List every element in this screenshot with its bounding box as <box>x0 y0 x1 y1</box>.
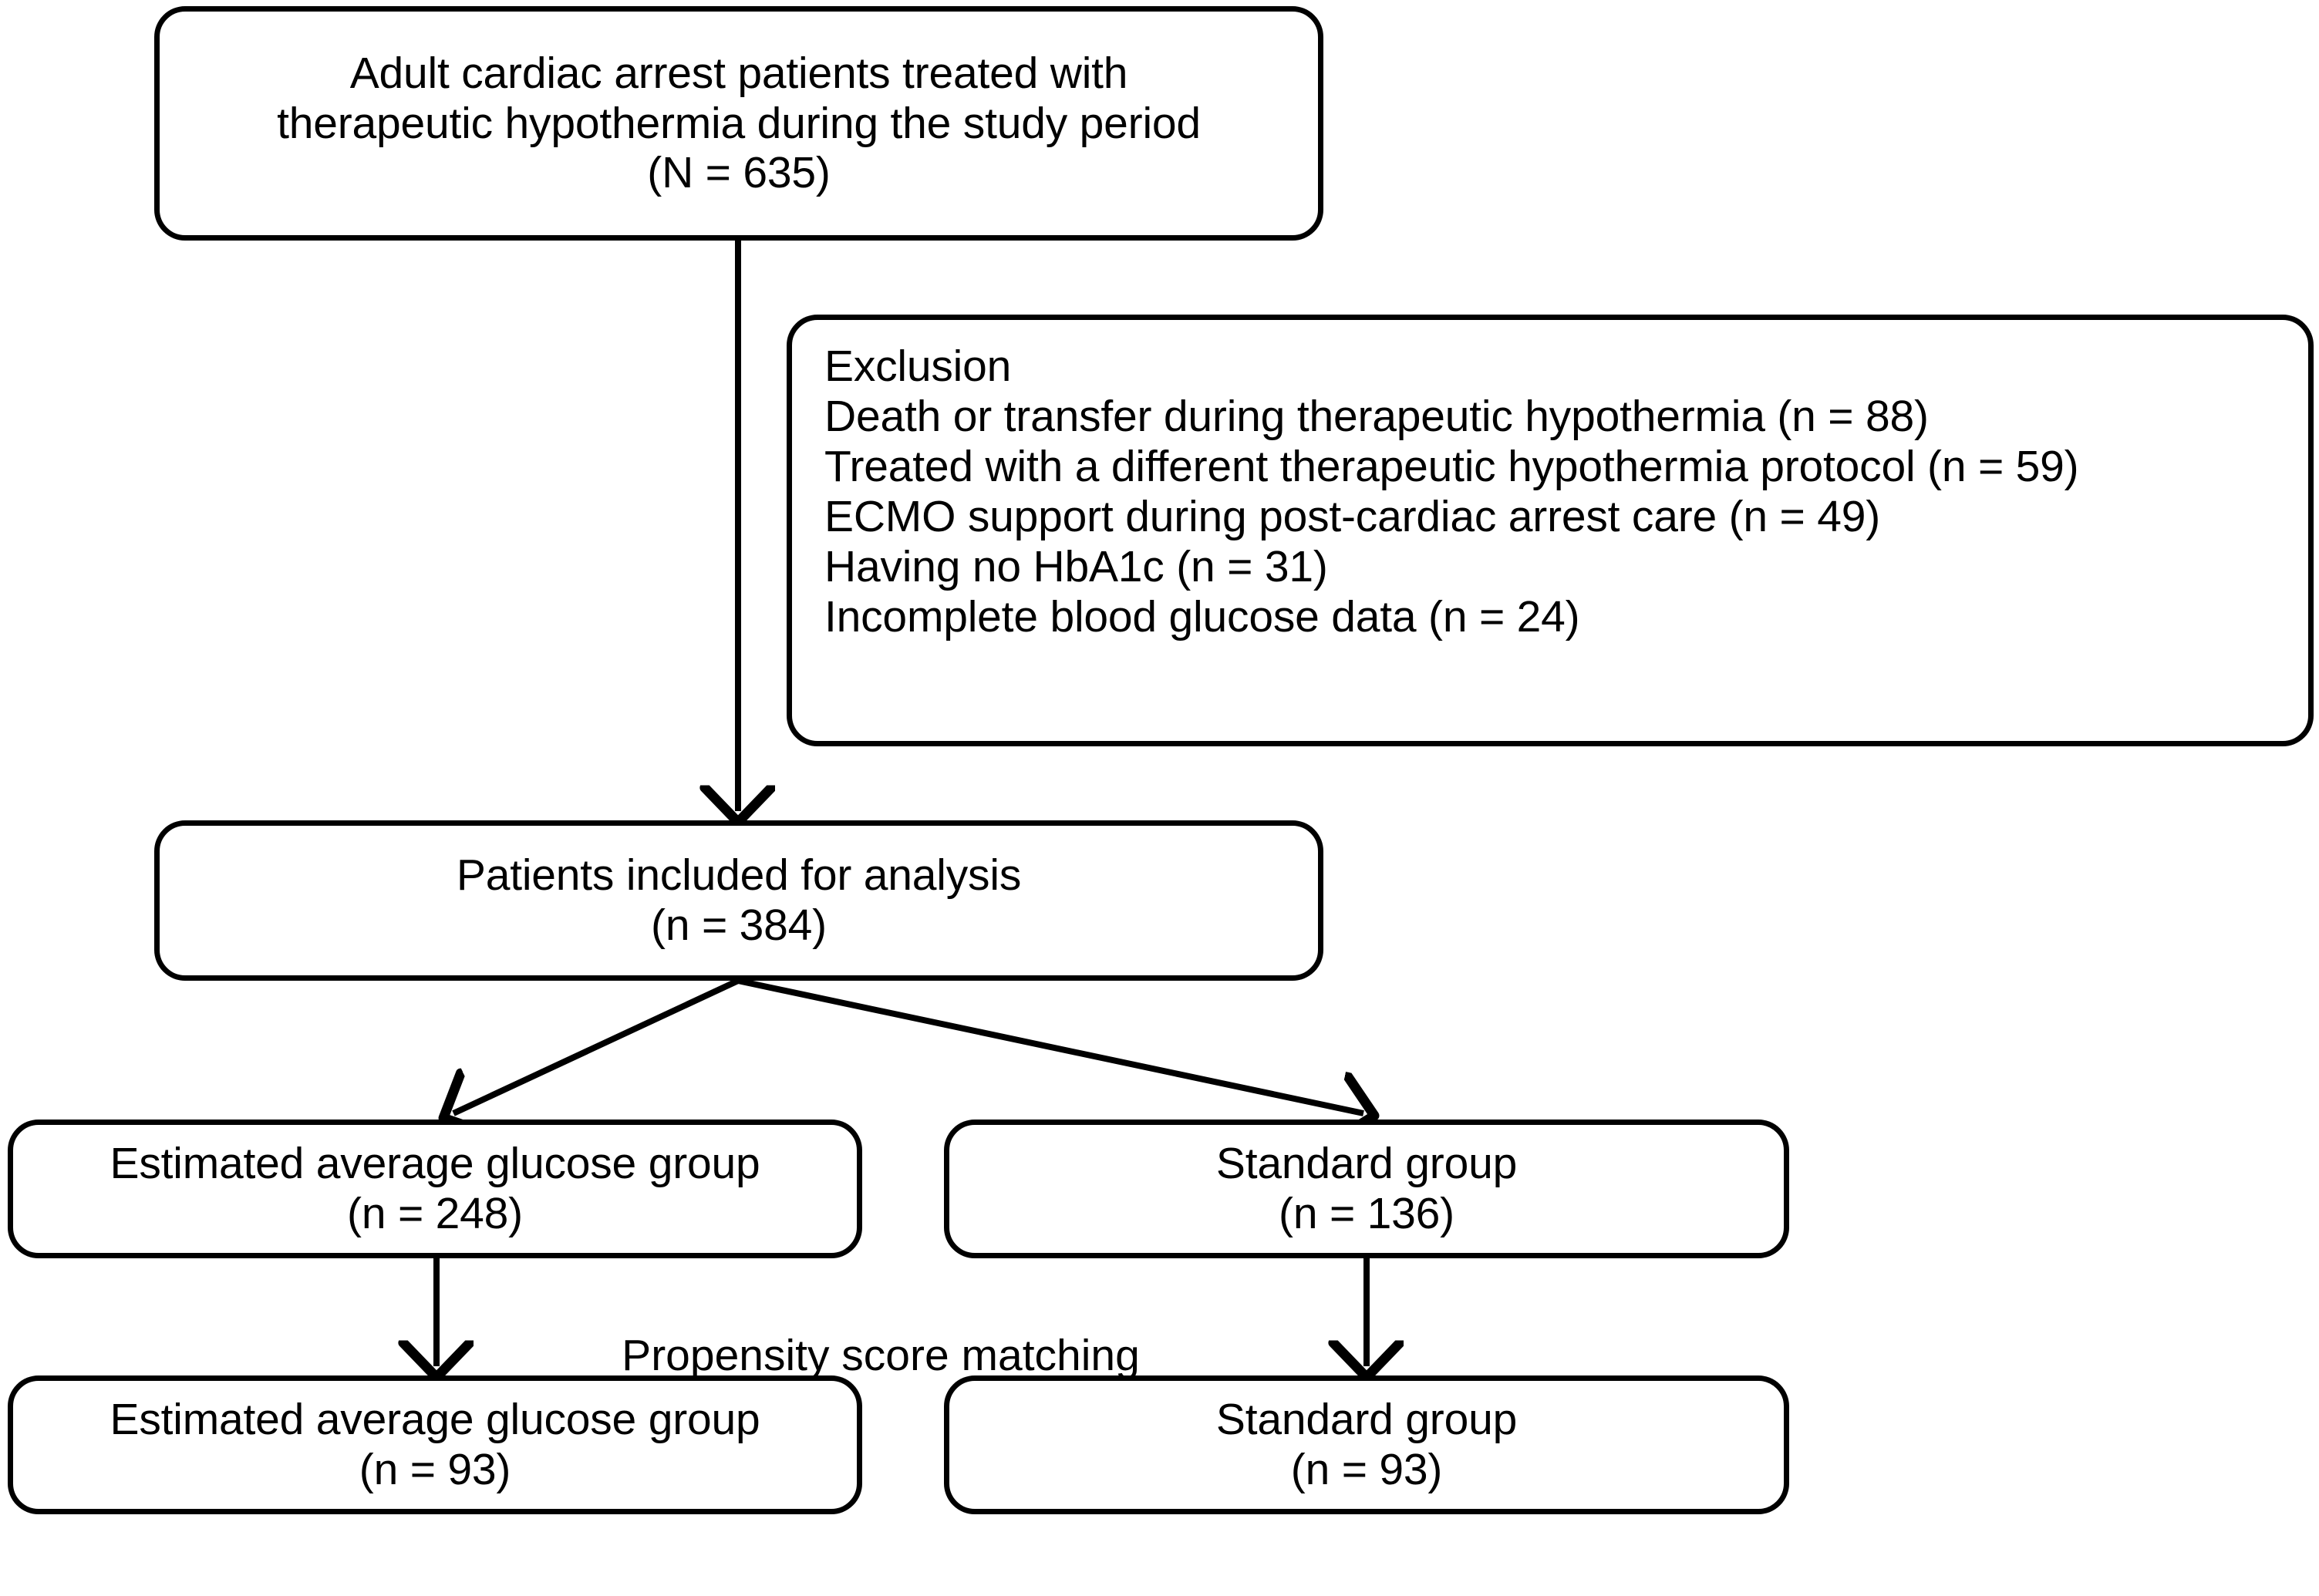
node-enrollment-line-1: Adult cardiac arrest patients treated wi… <box>349 48 1128 98</box>
node-included-for-analysis: Patients included for analysis (n = 384) <box>154 820 1323 981</box>
node-exclusion-item-1: Death or transfer during therapeutic hyp… <box>824 391 1929 441</box>
node-included-line-1: Patients included for analysis <box>456 850 1022 901</box>
node-eag-group-line-1: Estimated average glucose group <box>110 1139 760 1189</box>
node-standard-group-line-2: (n = 136) <box>1279 1189 1454 1238</box>
node-eag-group-line-2: (n = 248) <box>347 1189 523 1238</box>
node-exclusion-heading: Exclusion <box>824 342 1012 391</box>
node-standard-group-matched-line-2: (n = 93) <box>1290 1445 1443 1494</box>
edge-label-propensity-score-matching: Propensity score matching <box>622 1331 1140 1380</box>
node-exclusion: Exclusion Death or transfer during thera… <box>787 315 2314 746</box>
node-exclusion-item-4: Having no HbA1c (n = 31) <box>824 541 1328 591</box>
node-standard-group-matched-line-1: Standard group <box>1215 1395 1518 1445</box>
node-exclusion-item-3: ECMO support during post-cardiac arrest … <box>824 491 1881 541</box>
node-eag-group: Estimated average glucose group (n = 248… <box>8 1120 862 1258</box>
node-exclusion-item-5: Incomplete blood glucose data (n = 24) <box>824 591 1580 641</box>
node-eag-group-matched: Estimated average glucose group (n = 93) <box>8 1375 862 1514</box>
node-eag-group-matched-line-2: (n = 93) <box>359 1445 511 1494</box>
node-standard-group-line-1: Standard group <box>1215 1139 1518 1189</box>
node-enrollment: Adult cardiac arrest patients treated wi… <box>154 6 1323 241</box>
node-standard-group-matched: Standard group (n = 93) <box>944 1375 1789 1514</box>
node-eag-group-matched-line-1: Estimated average glucose group <box>110 1395 760 1445</box>
node-standard-group: Standard group (n = 136) <box>944 1120 1789 1258</box>
node-exclusion-item-2: Treated with a different therapeutic hyp… <box>824 441 2079 491</box>
connector-included-to-standard-group <box>737 978 1363 1113</box>
node-included-line-2: (n = 384) <box>651 901 827 950</box>
node-enrollment-line-3: (N = 635) <box>647 148 831 198</box>
connector-included-to-eag-group <box>453 978 740 1113</box>
node-enrollment-line-2: therapeutic hypothermia during the study… <box>277 98 1201 148</box>
